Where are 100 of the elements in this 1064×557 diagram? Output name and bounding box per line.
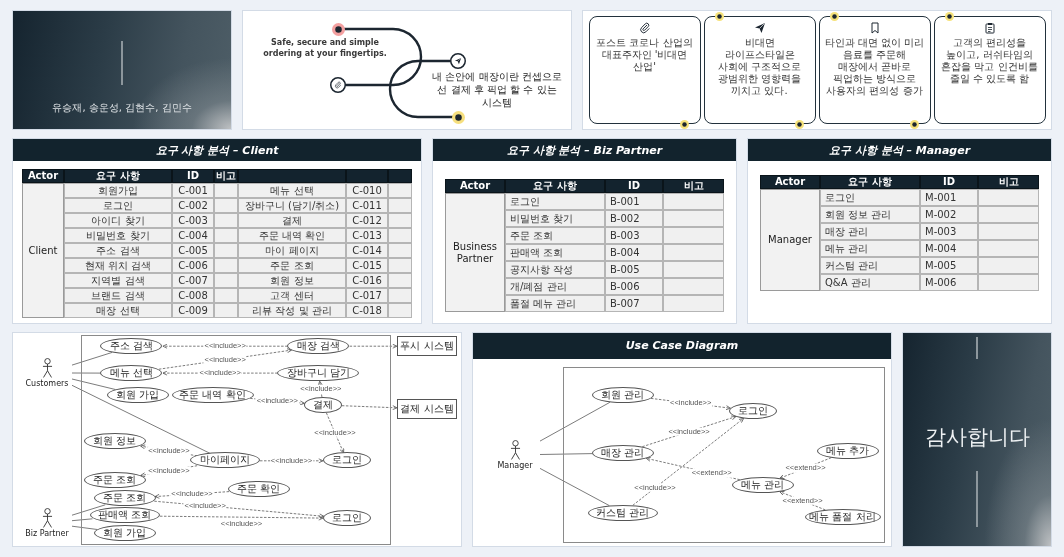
id-cell: M-002 (920, 206, 978, 223)
requirement-cell: 주문 내역 확인 (238, 228, 346, 243)
column-header: ID (172, 169, 214, 183)
requirement-cell: 로그인 (820, 189, 920, 206)
description-text: 내 손안에 매장이란 컨셉으로 선 결제 후 픽업 할 수 있는 시스템 (431, 70, 563, 109)
column-header: Actor (445, 179, 505, 193)
use-case-ellipse: 주문 확인 (227, 481, 290, 498)
slide-title: 요구 사항 분석 – Client (155, 144, 279, 158)
id-cell: C-010 (346, 183, 388, 198)
slide (242, 10, 572, 130)
association-line (539, 468, 610, 506)
id-cell: C-007 (172, 273, 214, 288)
id-cell: B-004 (605, 244, 663, 261)
slide-title: 요구 사항 분석 – Manager (828, 144, 971, 158)
association-line (71, 504, 106, 516)
id-cell: C-018 (346, 303, 388, 318)
use-case-ellipse: 판매액 조회 (89, 507, 160, 524)
requirement-cell: 주문 조회 (505, 227, 605, 244)
use-case-ellipse: 마이페이지 (189, 452, 260, 469)
column-header: 비고 (663, 179, 724, 193)
column-header: 요구 사항 (505, 179, 605, 193)
info-card (703, 16, 816, 124)
tagline: Safe, secure and simple ordering at your fingertips. (262, 37, 388, 59)
use-case-ellipse: 로그인 (322, 452, 371, 469)
id-cell: C-015 (346, 258, 388, 273)
column-header: 비고 (978, 175, 1039, 189)
requirement-cell: 결제 (238, 213, 346, 228)
use-case-ellipse: 회원 정보 (83, 433, 146, 450)
id-cell: B-001 (605, 193, 663, 210)
use-case-ellipse: 회원 가입 (106, 386, 169, 403)
id-cell: C-004 (172, 228, 214, 243)
id-cell: C-016 (346, 273, 388, 288)
requirement-cell: 개/폐점 관리 (505, 278, 605, 295)
slide (12, 10, 232, 130)
id-cell: C-005 (172, 243, 214, 258)
requirement-cell: 장바구니 (담기/취소) (238, 198, 346, 213)
requirement-cell: Q&A 관리 (820, 274, 920, 291)
info-card (933, 16, 1046, 124)
requirement-cell: 매장 관리 (820, 223, 920, 240)
actor-cell: Client (22, 183, 64, 318)
use-case-ellipse: 로그인 (728, 402, 777, 419)
id-cell: C-002 (172, 198, 214, 213)
association-line (71, 372, 102, 374)
slide (432, 138, 737, 324)
requirement-cell: 로그인 (64, 198, 172, 213)
association-line (539, 453, 593, 455)
requirement-cell: 마이 페이지 (238, 243, 346, 258)
slide-title: 요구 사항 분석 – Biz Partner (506, 144, 663, 158)
card-text: 비대면 라이프스타일은 사회에 구조적으로 광범위한 영향력을 끼치고 있다. (716, 37, 803, 97)
requirement-cell: 메뉴 선택 (238, 183, 346, 198)
author-names: 유승재, 송운성, 김현수, 김민수 (52, 101, 192, 114)
id-cell: M-005 (920, 257, 978, 274)
requirement-cell: 지역별 검색 (64, 273, 172, 288)
association-line (71, 384, 211, 454)
requirement-cell: 판매액 조회 (505, 244, 605, 261)
id-cell: C-014 (346, 243, 388, 258)
association-line (539, 401, 611, 442)
id-cell: C-011 (346, 198, 388, 213)
column-header: ID (920, 175, 978, 189)
requirement-cell: 주소 검색 (64, 243, 172, 258)
use-case-ellipse: 메뉴 선택 (100, 364, 163, 381)
id-cell: C-012 (346, 213, 388, 228)
slide (472, 332, 892, 547)
id-cell: M-003 (920, 223, 978, 240)
slide (747, 138, 1052, 324)
use-case-ellipse: 메뉴 품절 처리 (804, 508, 881, 525)
id-cell: C-001 (172, 183, 214, 198)
use-case-ellipse: 커스텀 관리 (587, 504, 658, 521)
use-case-ellipse: 주문 조회 (93, 490, 156, 507)
requirement-cell: 현재 위치 검색 (64, 258, 172, 273)
requirement-cell: 로그인 (505, 193, 605, 210)
id-cell: M-006 (920, 274, 978, 291)
slide (12, 138, 422, 324)
requirement-cell: 커스텀 관리 (820, 257, 920, 274)
id-cell: M-004 (920, 240, 978, 257)
info-card (588, 16, 701, 124)
requirement-cell: 고객 센터 (238, 288, 346, 303)
card-text: 고객의 편리성을 높이고, 러쉬타임의 혼잡을 막고 인건비를 줄일 수 있도록 함 (940, 37, 1039, 85)
use-case-ellipse: 주소 검색 (100, 337, 163, 354)
id-cell: C-008 (172, 288, 214, 303)
column-header: 요구 사항 (64, 169, 172, 183)
requirement-cell: 주문 조회 (238, 258, 346, 273)
id-cell: B-007 (605, 295, 663, 312)
id-cell: B-003 (605, 227, 663, 244)
slide (582, 10, 1052, 130)
column-header: Actor (760, 175, 820, 189)
use-case-ellipse: 회원 관리 (591, 386, 654, 403)
association-line (71, 352, 113, 366)
actor-cell: Business Partner (445, 193, 505, 312)
slide (12, 332, 462, 547)
card-text: 포스트 코로나 산업의 대표주자인 '비대면 산업' (595, 37, 694, 73)
requirement-cell: 아이디 찾기 (64, 213, 172, 228)
use-case-ellipse: 회원 가입 (93, 524, 156, 541)
requirement-cell: 품절 메뉴 관리 (505, 295, 605, 312)
column-header: 요구 사항 (820, 175, 920, 189)
id-cell: C-017 (346, 288, 388, 303)
info-card (818, 16, 931, 124)
external-system: 결제 시스템 (397, 399, 457, 419)
id-cell: C-013 (346, 228, 388, 243)
closing-text: 감사합니다 (924, 424, 1030, 450)
